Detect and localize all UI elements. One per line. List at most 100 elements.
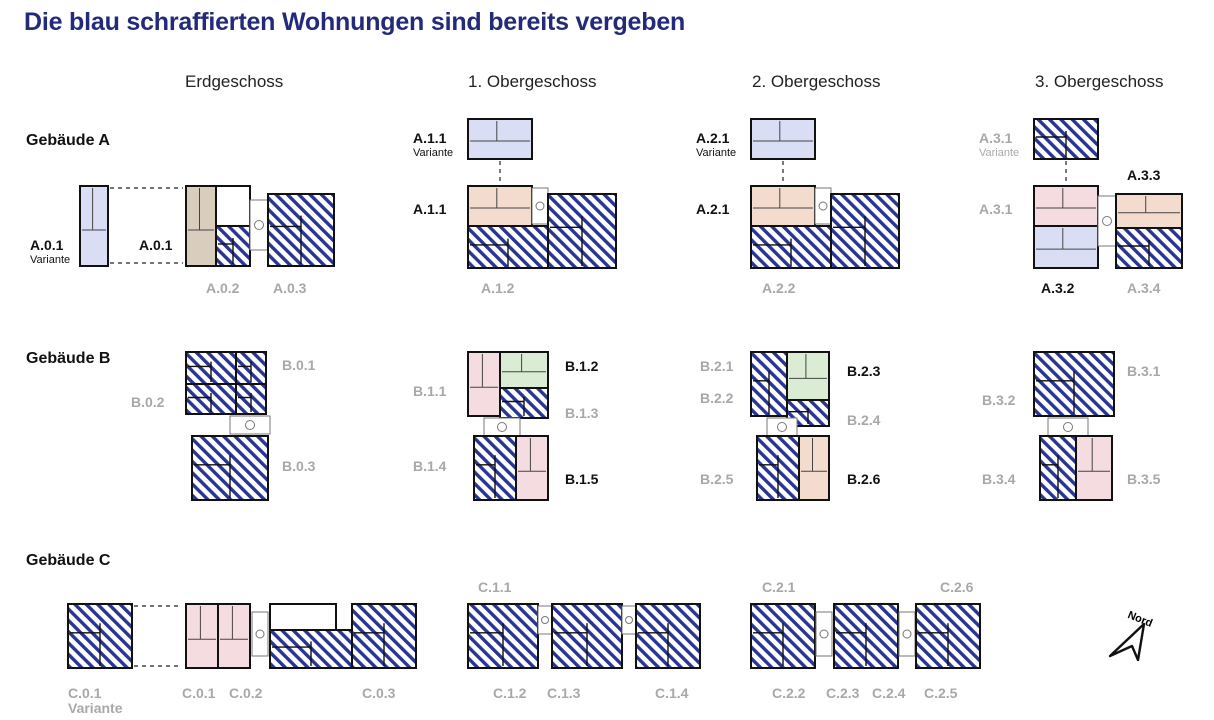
unit-label-b-0-1: B.0.1 <box>282 357 316 373</box>
unit-label-b-0-3: B.0.3 <box>282 458 316 474</box>
unit-label-c-1-3: C.1.3 <box>547 685 581 701</box>
unit-label-c-2-6: C.2.6 <box>940 579 974 595</box>
unit-label-b-3-5: B.3.5 <box>1127 471 1161 487</box>
stair-core <box>251 611 269 657</box>
apartment-block <box>750 185 816 227</box>
stair-core <box>245 420 255 430</box>
unit-label-b-3-2: B.3.2 <box>982 392 1016 408</box>
stair-core <box>535 201 545 211</box>
unit-label-a-0-3: A.0.3 <box>273 280 307 296</box>
column-1-obergeschoss: 1. Obergeschoss <box>468 72 597 91</box>
stair-core <box>1047 417 1089 437</box>
column-erdgeschoss: Erdgeschoss <box>185 72 284 91</box>
stair-core <box>541 616 549 624</box>
unit-label-b-1-2: B.1.2 <box>565 358 599 374</box>
unit-label-c-2-3: C.2.3 <box>826 685 860 701</box>
apartment-block <box>750 118 816 160</box>
unit-label-c-0-2: C.0.2 <box>229 685 263 701</box>
apartment-block <box>467 351 501 417</box>
stair-core <box>1097 195 1117 247</box>
stair-core <box>483 417 521 437</box>
north-arrow-icon <box>1108 622 1146 662</box>
unit-label-a-0-1: A.0.1 <box>139 237 173 253</box>
stair-core <box>254 220 264 230</box>
unit-label-c-1-1: C.1.1 <box>478 579 512 595</box>
unit-label-a-3-1: A.3.1 <box>979 201 1013 217</box>
apartment-block <box>515 435 549 501</box>
variant-note-a-0-1: Variante <box>30 254 71 266</box>
unit-label-b-1-1: B.1.1 <box>413 383 447 399</box>
unit-label-a-3-2: A.3.2 <box>1041 280 1075 296</box>
unit-label-b-3-4: B.3.4 <box>982 471 1016 487</box>
unit-label-c-0-1: C.0.1 <box>182 685 216 701</box>
apartment-block <box>467 118 533 160</box>
column-3-obergeschoss: 3. Obergeschoss <box>1035 72 1164 91</box>
column-2-obergeschoss: 2. Obergeschoss <box>752 72 881 91</box>
unit-label-c-0-3: C.0.3 <box>362 685 396 701</box>
stair-core <box>249 199 269 251</box>
apartment-block <box>185 185 217 267</box>
stair-core <box>621 605 637 635</box>
stair-core <box>819 629 829 639</box>
variant-note-a-3-1: Variante <box>979 147 1020 159</box>
stair-core <box>898 611 916 657</box>
apartment-block <box>1033 185 1099 227</box>
unit-label-a-0-2: A.0.2 <box>206 280 240 296</box>
unit-label-b-2-3: B.2.3 <box>847 363 881 379</box>
unit-label-b-2-1: B.2.1 <box>700 358 734 374</box>
apartment-block <box>215 185 251 227</box>
apartment-block <box>269 603 337 631</box>
building-c-heading: Gebäude C <box>26 552 111 569</box>
unit-label-a-0-1-variant: A.0.1 <box>30 237 64 253</box>
stair-core <box>1102 216 1112 226</box>
variant-note-a-2-1: Variante <box>696 147 737 159</box>
unit-label-a-3-3: A.3.3 <box>1127 167 1161 183</box>
unit-label-c-2-1: C.2.1 <box>762 579 796 595</box>
unit-label-b-1-3: B.1.3 <box>565 405 599 421</box>
stair-core <box>625 616 633 624</box>
stair-core <box>1063 422 1073 432</box>
unit-label-b-2-2: B.2.2 <box>700 390 734 406</box>
unit-label-b-3-1: B.3.1 <box>1127 363 1161 379</box>
apartment-block <box>467 185 533 227</box>
building-a-heading: Gebäude A <box>26 132 110 149</box>
unit-label-b-1-5: B.1.5 <box>565 471 599 487</box>
unit-label-a-1-1: A.1.1 <box>413 201 447 217</box>
unit-label-a-3-4: A.3.4 <box>1127 280 1161 296</box>
stair-core <box>229 415 271 435</box>
unit-label-c-1-2: C.1.2 <box>493 685 527 701</box>
stair-core <box>766 417 798 437</box>
apartment-block <box>1033 225 1099 269</box>
apartment-block <box>1075 435 1113 501</box>
stair-core <box>497 422 507 432</box>
stair-core <box>902 629 912 639</box>
apartment-block <box>798 435 830 501</box>
unit-label-c-2-5: C.2.5 <box>924 685 958 701</box>
unit-label-b-2-5: B.2.5 <box>700 471 734 487</box>
page-title: Die blau schraffierten Wohnungen sind be… <box>24 8 686 36</box>
unit-label-b-2-4: B.2.4 <box>847 412 881 428</box>
stair-core <box>814 187 832 225</box>
unit-label-c-2-2: C.2.2 <box>772 685 806 701</box>
stair-core <box>537 605 553 635</box>
stair-core <box>815 611 833 657</box>
unit-label-c-2-4: C.2.4 <box>872 685 906 701</box>
unit-label-b-2-6: B.2.6 <box>847 471 881 487</box>
apartment-block <box>217 603 251 669</box>
variant-note-a-1-1: Variante <box>413 147 454 159</box>
stair-core <box>531 187 549 225</box>
unit-label-c-0-1-variant: C.0.1 <box>68 685 102 701</box>
unit-label-a-3-1-variant: A.3.1 <box>979 130 1013 146</box>
stair-core <box>255 629 265 639</box>
unit-label-a-2-1-variant: A.2.1 <box>696 130 730 146</box>
unit-label-a-2-1: A.2.1 <box>696 201 730 217</box>
unit-label-a-1-2: A.1.2 <box>481 280 515 296</box>
variant-note-c-0-1: Variante <box>68 700 123 716</box>
unit-label-a-1-1-variant: A.1.1 <box>413 130 447 146</box>
north-arrow: Nord <box>1108 609 1154 662</box>
stair-core <box>777 422 787 432</box>
stair-core <box>818 201 828 211</box>
unit-label-a-2-2: A.2.2 <box>762 280 796 296</box>
apartment-block <box>499 351 549 389</box>
